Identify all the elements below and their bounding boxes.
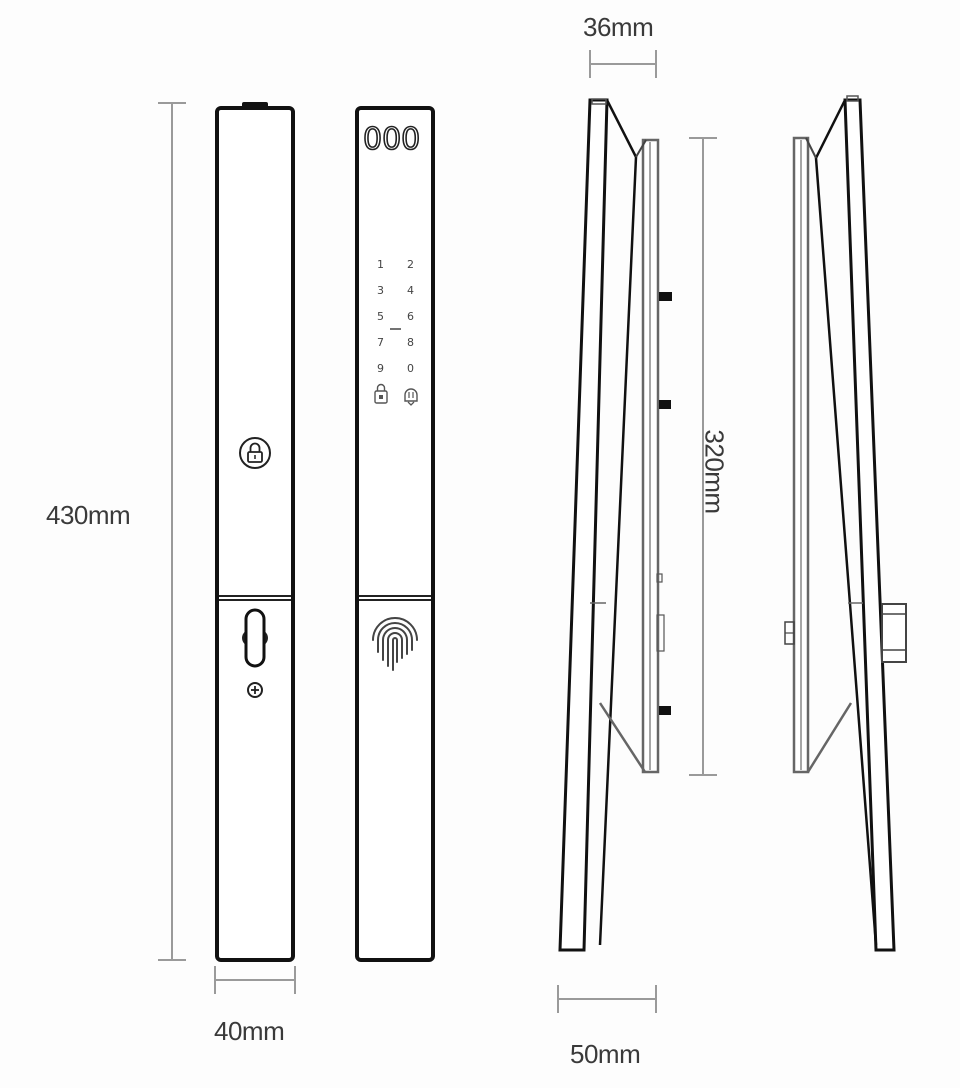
key-4[interactable]: 4 [407, 284, 414, 297]
back-panel [215, 102, 295, 962]
dimension-320mm-line [689, 137, 717, 776]
dimension-50mm-line [557, 985, 657, 1013]
key-3[interactable]: 3 [377, 284, 384, 297]
doorbell-icon[interactable] [404, 388, 418, 406]
key-0[interactable]: 0 [407, 362, 414, 375]
key-9[interactable]: 9 [377, 362, 384, 375]
dimension-430mm-line [158, 102, 186, 961]
dimension-height-label: 430mm [46, 500, 131, 530]
front-panel: 000 1 2 3 4 5 6 7 8 9 0 [355, 106, 435, 962]
key-2[interactable]: 2 [407, 258, 414, 271]
side-view-left [558, 98, 672, 952]
lock-icon[interactable] [374, 383, 388, 404]
dimension-depth-top-label: 36mm [583, 12, 654, 42]
key-8[interactable]: 8 [407, 336, 414, 349]
side-view-right [784, 95, 907, 952]
dimension-width-label: 40mm [214, 1016, 285, 1046]
thumb-turn-icon [242, 608, 268, 668]
key-1[interactable]: 1 [377, 258, 384, 271]
key-5[interactable]: 5 [377, 310, 384, 323]
dimension-handle-height-label: 320mm [699, 429, 730, 514]
key-7[interactable]: 7 [377, 336, 384, 349]
dimension-36mm-line [589, 50, 657, 78]
lock-knob-icon [239, 437, 271, 469]
fingerprint-icon[interactable] [372, 617, 418, 671]
screw-icon [247, 682, 263, 698]
dimension-40mm-line [214, 966, 296, 994]
keypad: 1 2 3 4 5 6 7 8 9 0 [374, 258, 418, 406]
dimension-depth-bottom-label: 50mm [570, 1039, 641, 1069]
key-6[interactable]: 6 [407, 310, 414, 323]
display-digits: 000 [363, 122, 420, 157]
